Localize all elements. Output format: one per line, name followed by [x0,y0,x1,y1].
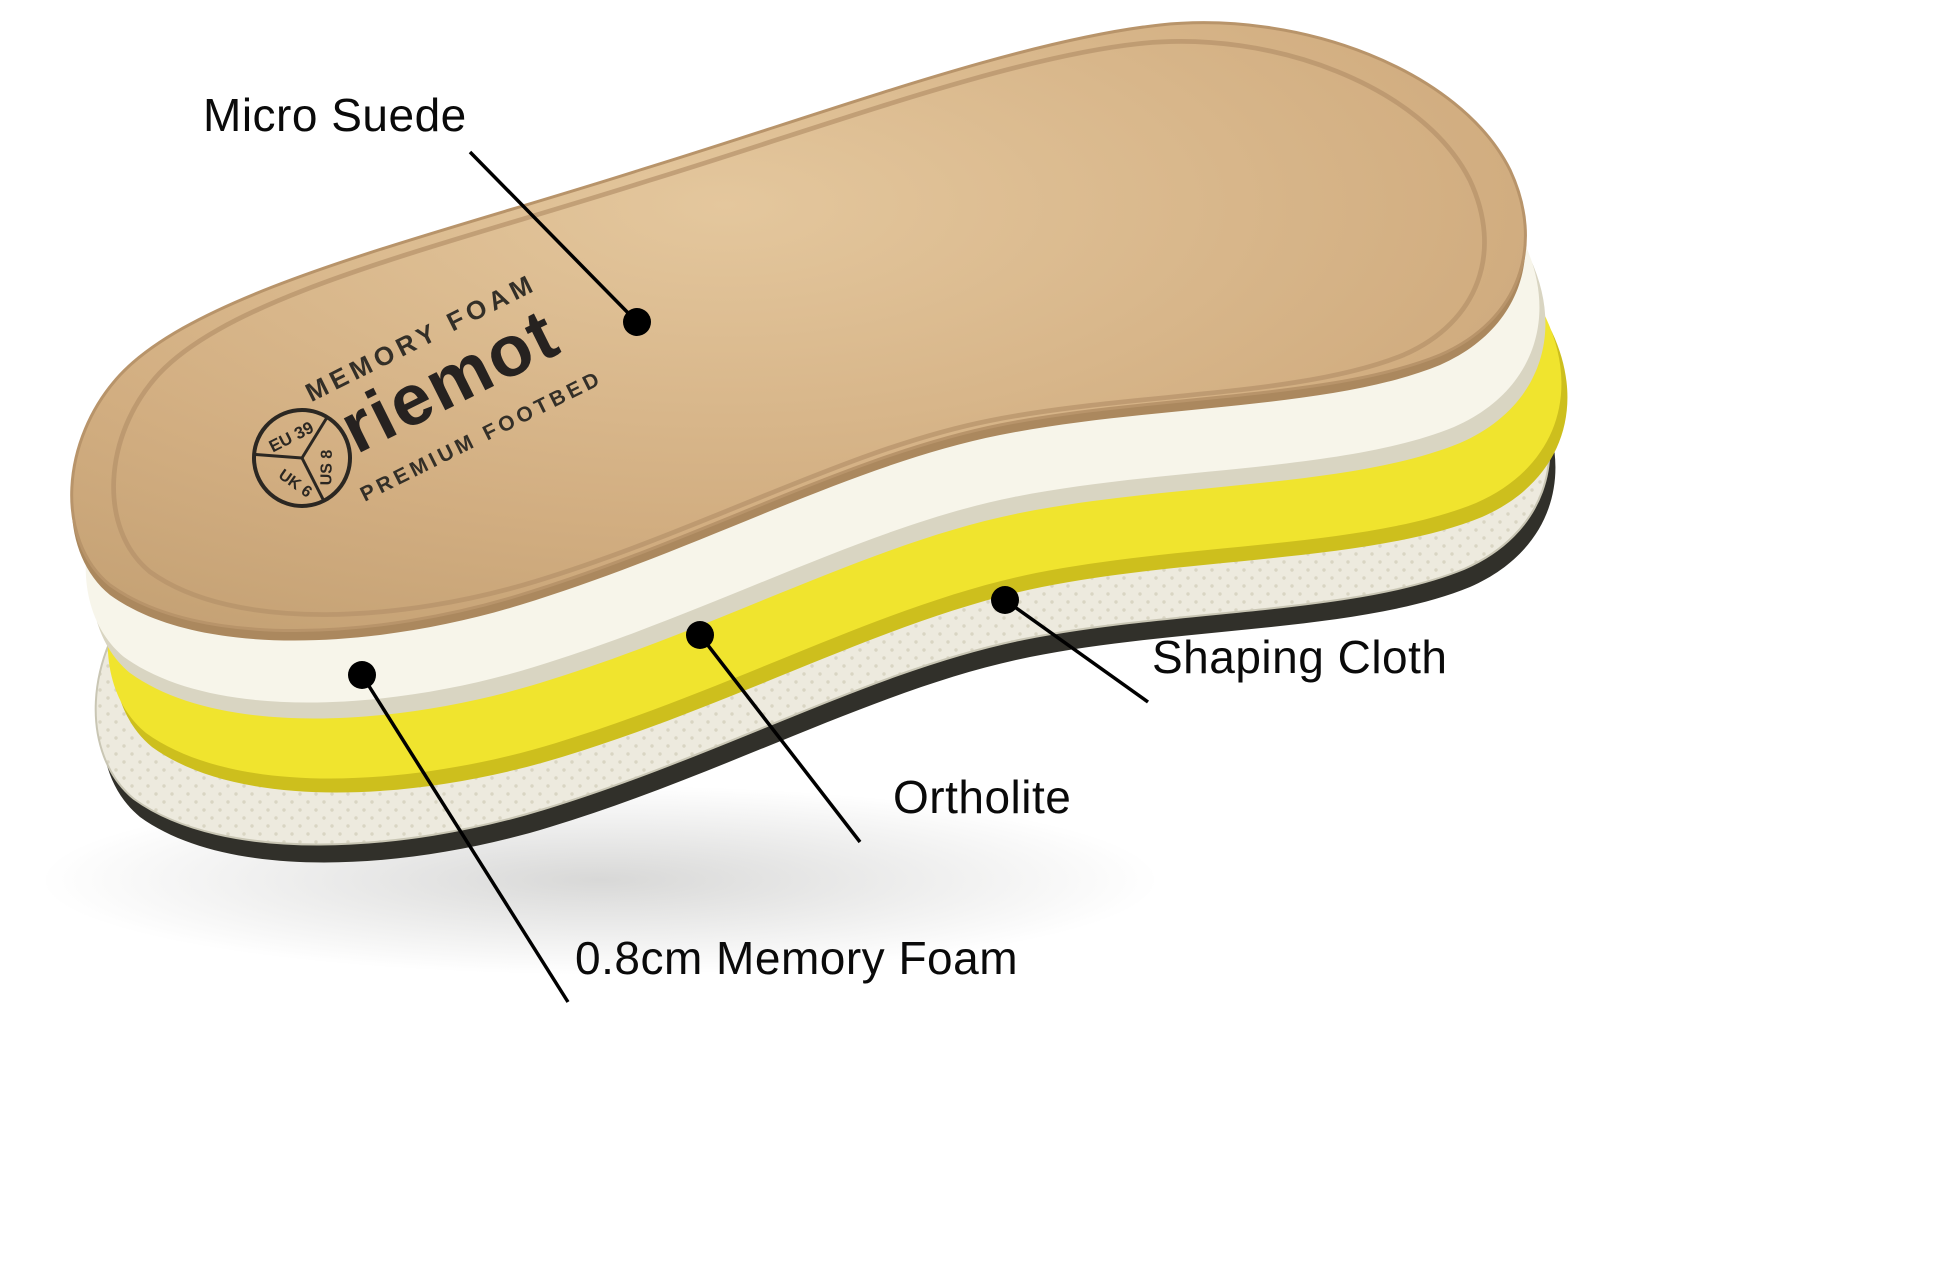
callout-label-shaping-cloth: Shaping Cloth [1152,631,1448,683]
callout-dots [348,308,1019,689]
callout-lines [360,150,1150,1003]
callout-dot-memory-foam [348,661,376,689]
size-badge: EU 39 UK 6 US 8 [252,408,352,508]
size-us: US 8 [318,450,336,486]
callout-line-memory-foam [360,674,570,1003]
callout-line-shaping-cloth [1003,598,1150,704]
callout-dot-shaping-cloth [991,586,1019,614]
callout-line-ortholite [698,633,862,844]
callout-dot-ortholite [686,621,714,649]
callout-label-micro-suede: Micro Suede [203,89,467,141]
callout-label-memory-foam: 0.8cm Memory Foam [575,932,1019,984]
callout-line-micro-suede [468,150,639,324]
callout-dot-micro-suede [623,308,651,336]
callout-label-ortholite: Ortholite [893,771,1072,823]
